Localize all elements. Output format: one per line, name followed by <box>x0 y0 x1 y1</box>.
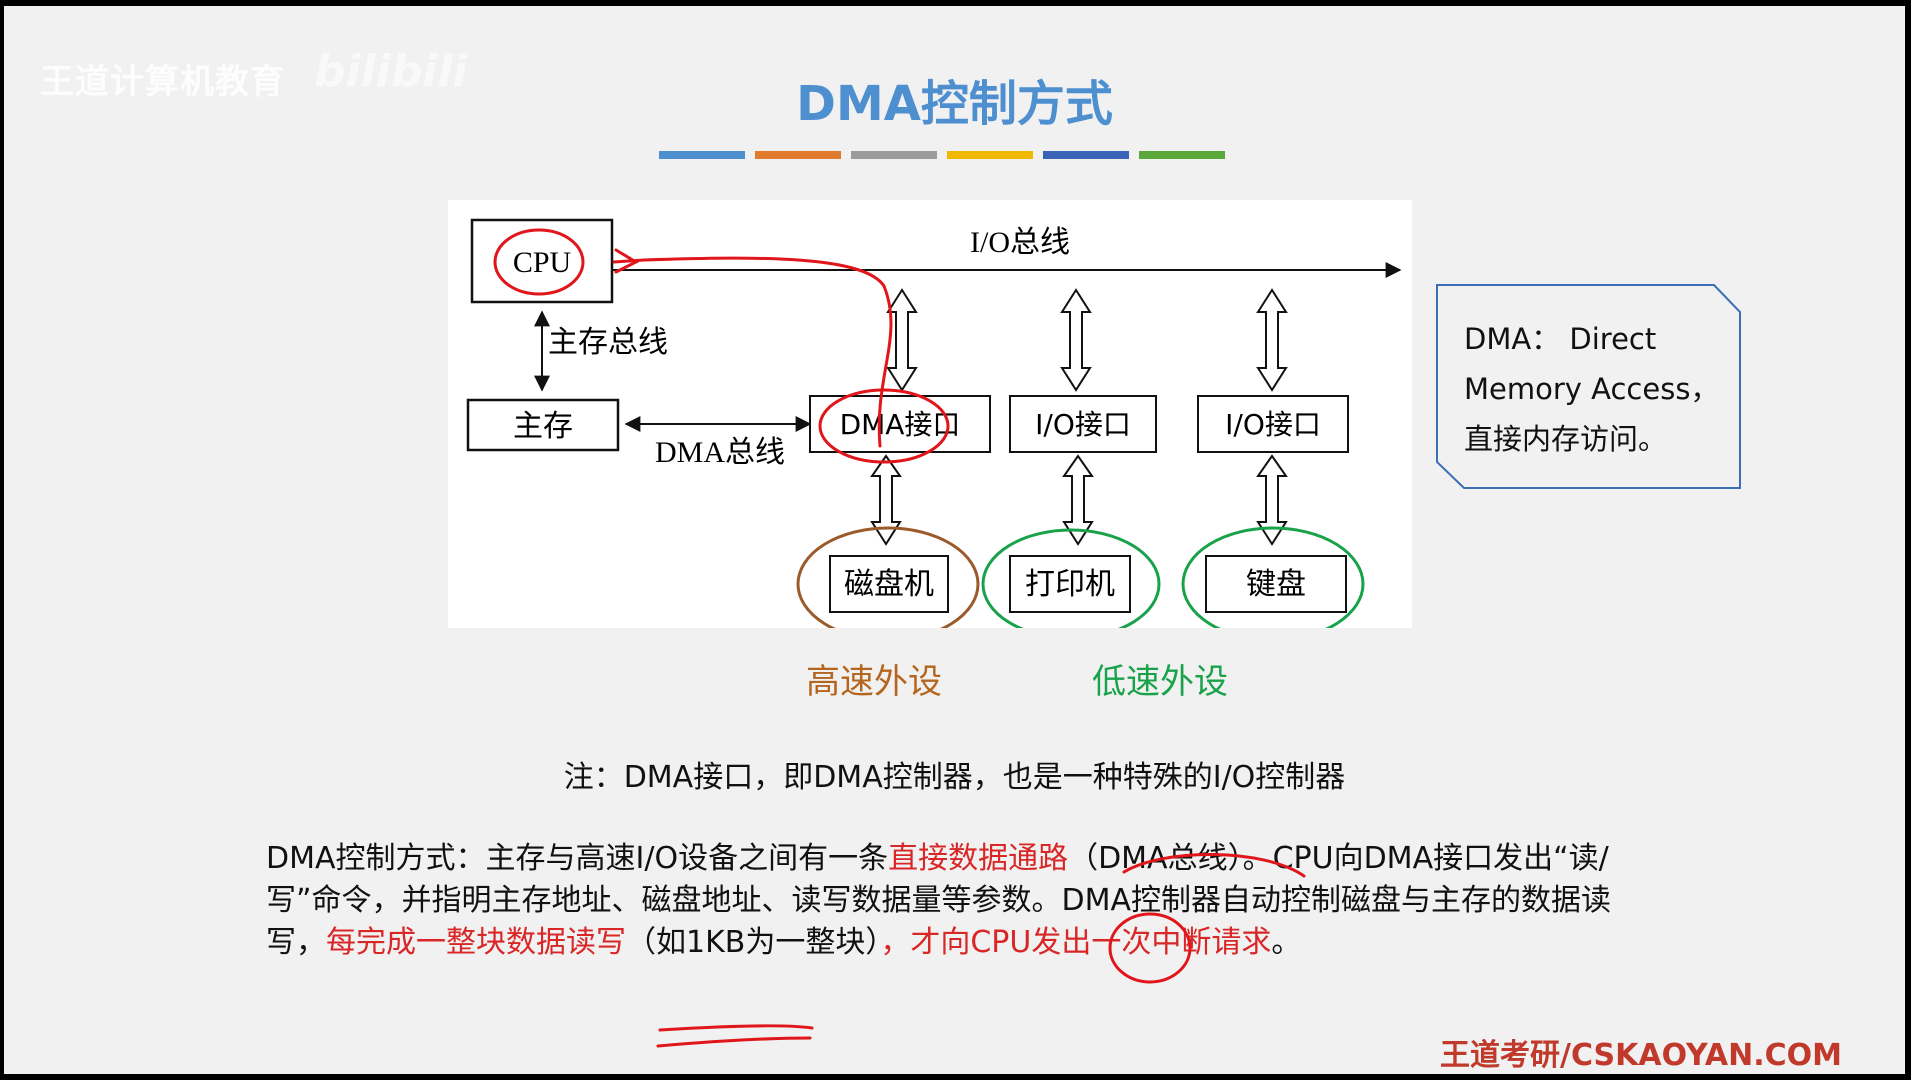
description-paragraph: DMA控制方式：主存与高速I/O设备之间有一条直接数据通路（DMA总线）。CPU… <box>266 838 1666 964</box>
underline-annotation-1 <box>658 1024 814 1032</box>
disk-label: 磁盘机 <box>844 567 934 602</box>
high-speed-ring <box>796 526 980 628</box>
para-part-3: （如1KB为一整块） <box>626 925 881 960</box>
stripe-blue <box>659 151 745 159</box>
stripe-green <box>1139 151 1225 159</box>
cpu-label: CPU <box>513 246 572 279</box>
io-interface-1-label: I/O接口 <box>1035 408 1131 441</box>
dma-interface-label: DMA接口 <box>840 408 961 441</box>
printer-box <box>1009 555 1131 613</box>
para-red-2: 每完成一整块数据读写 <box>326 925 626 960</box>
low-speed-ring-2 <box>1181 526 1365 628</box>
bus-dma-arrow <box>886 288 918 392</box>
underline-annotation-2 <box>656 1036 812 1048</box>
memory-label: 主存 <box>513 409 573 444</box>
watermark-text: 王道计算机教育 <box>40 62 285 102</box>
main-bus-label: 主存总线 <box>548 325 668 360</box>
io-interface-1-box <box>1009 395 1157 453</box>
io2-keyboard-arrow <box>1256 454 1288 546</box>
slide: 王道计算机教育 bilibili DMA控制方式 CPU I/O总线 主存总线 <box>4 6 1905 1074</box>
diagram-panel: CPU I/O总线 主存总线 主存 DMA总线 DMA接口 I/O接口 I/O接… <box>448 200 1412 628</box>
keyboard-box <box>1205 555 1347 613</box>
io-interface-2-box <box>1197 395 1349 453</box>
callout-line-1: DMA： Direct <box>1464 322 1657 356</box>
stripe-navy <box>1043 151 1129 159</box>
low-speed-ring-1 <box>981 528 1161 628</box>
note-text: 注：DMA接口，即DMA控制器，也是一种特殊的I/O控制器 <box>563 760 1346 795</box>
callout-text: DMA： Direct Memory Access， 直接内存访问。 <box>1464 314 1734 464</box>
bus-io2-arrow <box>1256 288 1288 392</box>
printer-label: 打印机 <box>1025 567 1115 602</box>
disk-box <box>829 555 949 613</box>
callout-line-2: Memory Access， <box>1464 372 1720 406</box>
footer-brand: 王道考研/CSKAOYAN.COM <box>1440 1038 1842 1073</box>
slide-title: DMA控制方式 <box>796 76 1113 132</box>
memory-box <box>466 398 620 452</box>
para-red-1: 直接数据通路 <box>888 841 1069 876</box>
callout-line-3: 直接内存访问。 <box>1464 422 1668 456</box>
dma-disk-arrow <box>870 454 902 546</box>
dma-diagram: CPU I/O总线 主存总线 主存 DMA总线 DMA接口 I/O接口 I/O接… <box>466 218 1402 628</box>
para-end: 。 <box>1271 925 1302 960</box>
bus-io1-arrow <box>1060 288 1092 392</box>
callout-box <box>1436 284 1741 489</box>
bilibili-logo: bilibili <box>314 46 468 97</box>
stripe-yellow <box>947 151 1033 159</box>
dma-bus-label: DMA总线 <box>655 436 785 469</box>
low-speed-caption: 低速外设 <box>1092 662 1228 702</box>
para-part-1: DMA控制方式：主存与高速I/O设备之间有一条 <box>266 841 889 876</box>
io-interface-2-label: I/O接口 <box>1225 408 1321 441</box>
stripe-orange <box>755 151 841 159</box>
io-bus-label: I/O总线 <box>970 226 1070 259</box>
keyboard-label: 键盘 <box>1246 567 1306 602</box>
para-red-3: ，才向CPU发出一次中断请求 <box>880 925 1272 960</box>
high-speed-caption: 高速外设 <box>806 662 942 702</box>
io1-printer-arrow <box>1062 454 1094 546</box>
para-part-2: （DMA总线）。CPU向DMA接口发出“读/写”命令，并指明主存地址、磁盘地址、… <box>266 841 1612 960</box>
title-stripes <box>659 151 1225 159</box>
stripe-gray <box>851 151 937 159</box>
